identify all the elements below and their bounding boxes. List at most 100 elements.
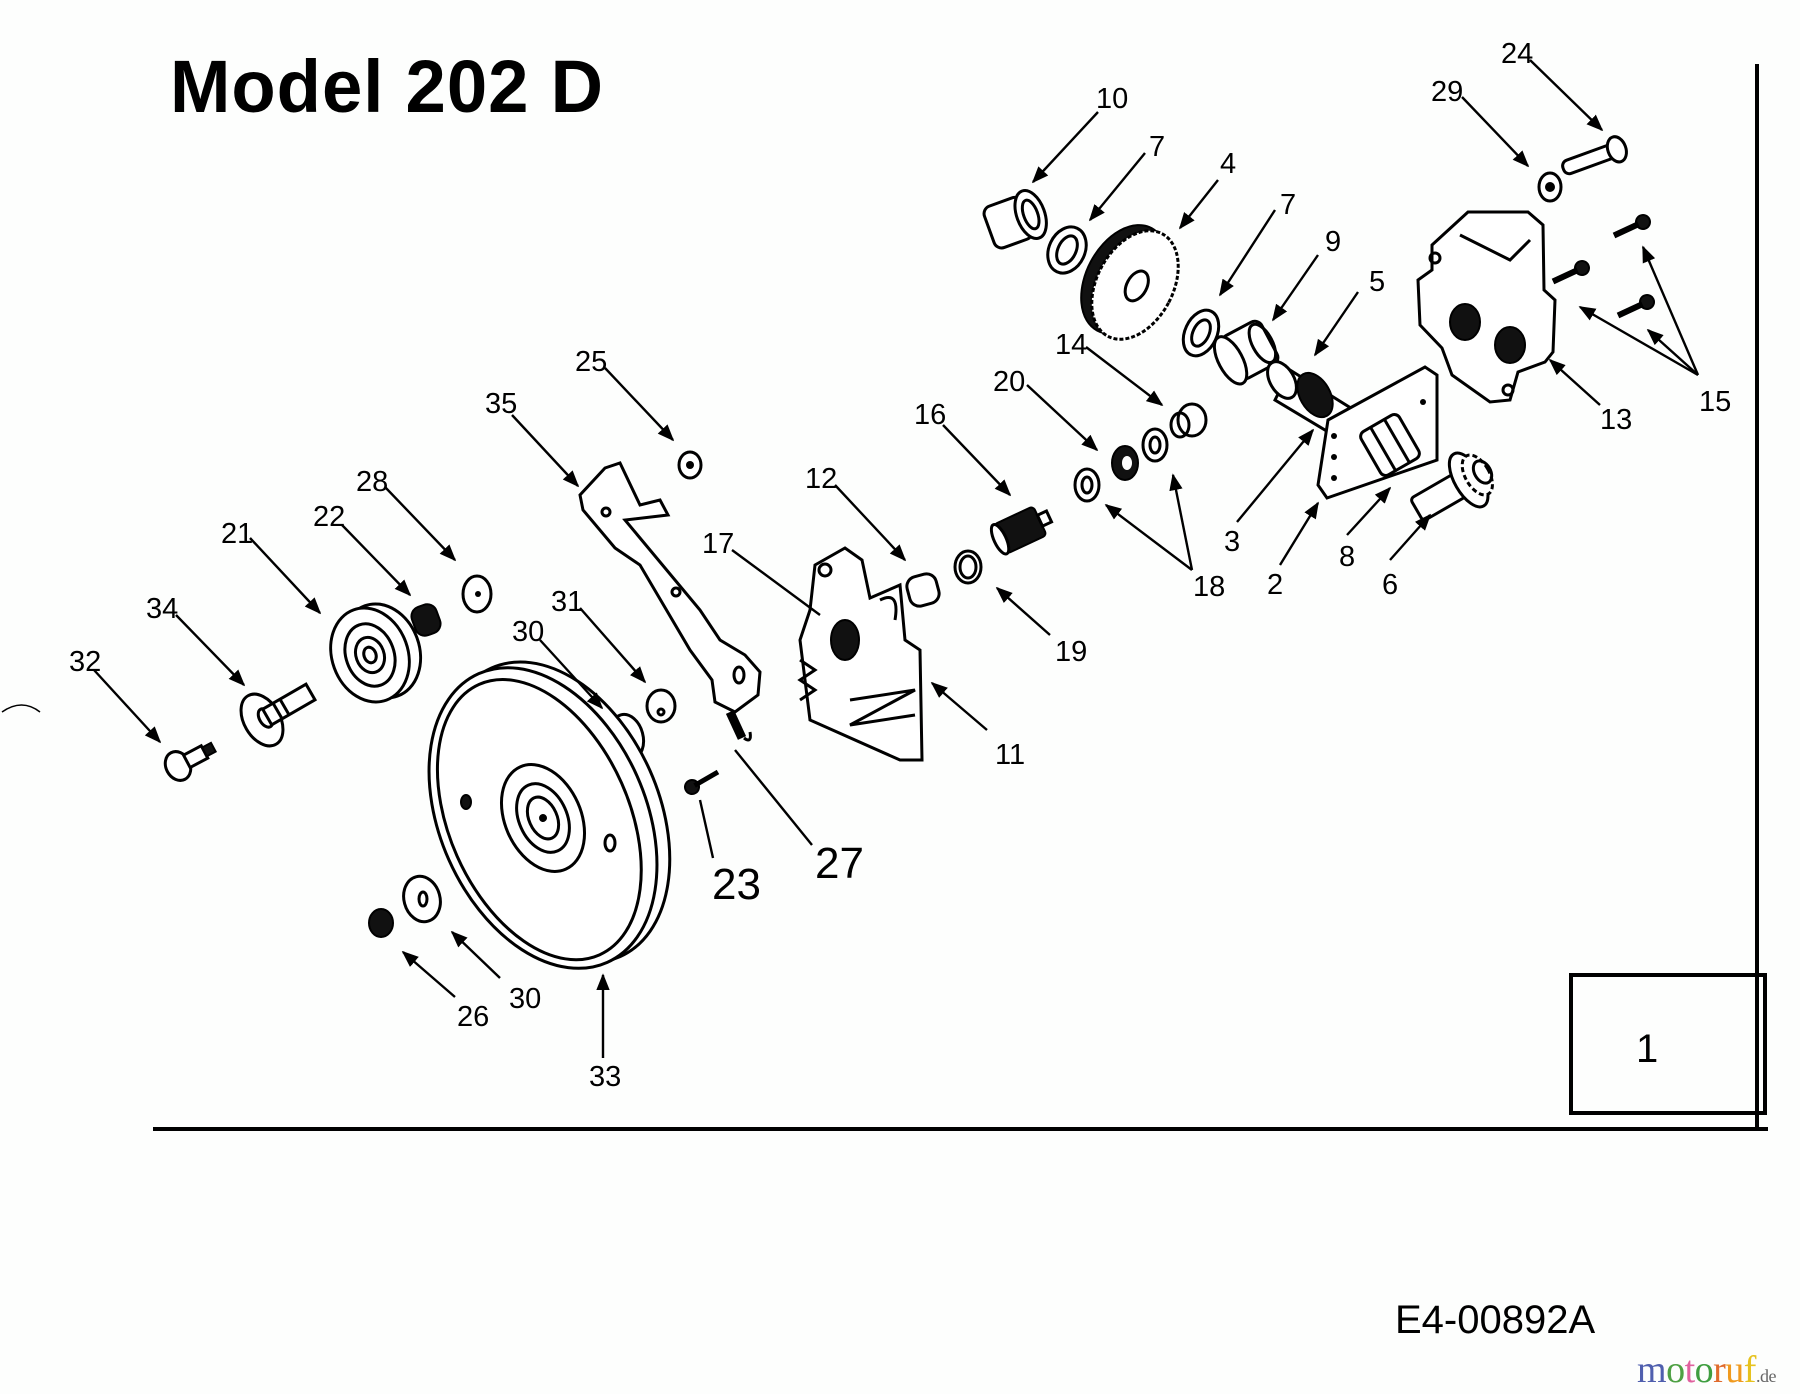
part-6-sprocket-axle xyxy=(1410,451,1494,522)
drawing-number: E4-00892A xyxy=(1395,1298,1596,1342)
logo-letter: t xyxy=(1684,1349,1696,1391)
callout-27: 27 xyxy=(815,839,864,888)
leader-10 xyxy=(1031,111,1099,184)
page-frame xyxy=(1,64,1768,1131)
leader-19 xyxy=(995,586,1051,636)
callout-28: 28 xyxy=(356,466,388,498)
part-8-hub xyxy=(1359,413,1421,477)
leader-lines xyxy=(93,59,1700,1058)
diagram-title: Model 202 D xyxy=(170,45,604,128)
callout-5: 5 xyxy=(1369,266,1385,298)
page-number: 1 xyxy=(1636,1027,1658,1071)
leader-4 xyxy=(1178,179,1219,230)
part-12-bushing xyxy=(905,572,941,608)
part-20-lock-washer xyxy=(1111,445,1139,481)
part-25-nut xyxy=(677,450,703,480)
part-14-flange-nut xyxy=(1169,402,1208,439)
callout-11: 11 xyxy=(995,739,1025,771)
callout-9: 9 xyxy=(1325,226,1341,258)
leader-22 xyxy=(341,524,412,597)
part-16-pinion xyxy=(989,506,1054,556)
callout-29: 29 xyxy=(1431,76,1463,108)
logo-letters: motoruf xyxy=(1637,1349,1756,1391)
leader-14 xyxy=(1085,346,1164,407)
part-35-idler-lever xyxy=(578,461,762,714)
callout-22: 22 xyxy=(313,501,345,533)
part-30-washer xyxy=(402,874,442,924)
part-18-washer xyxy=(1141,427,1169,463)
leader-20 xyxy=(1026,384,1099,452)
leader-6 xyxy=(1389,513,1432,561)
leader-30b xyxy=(450,930,501,979)
leader-23-27 xyxy=(790,750,815,880)
callout-23: 23 xyxy=(712,860,761,909)
callout-24: 24 xyxy=(1501,38,1533,70)
part-18-washer xyxy=(1073,467,1101,503)
callout-18: 18 xyxy=(1193,571,1225,603)
part-26-nut xyxy=(368,908,394,938)
callout-31: 31 xyxy=(551,586,583,618)
part-21-idler-pulley xyxy=(329,602,423,704)
callout-34: 34 xyxy=(146,593,178,625)
part-22-bearing xyxy=(410,603,442,637)
logo-letter: o xyxy=(1666,1349,1685,1391)
callout-32: 32 xyxy=(69,646,101,678)
part-9-bushing xyxy=(1212,319,1280,386)
callout-7: 7 xyxy=(1149,131,1165,163)
part-13-housing-half xyxy=(1416,210,1557,404)
callout-labels: 10 7 4 7 9 5 14 24 29 13 15 20 16 18 3 2… xyxy=(69,38,1731,1093)
callout-17: 17 xyxy=(702,528,734,560)
logo-letter: o xyxy=(1694,1349,1714,1391)
part-7-washer xyxy=(1046,225,1088,275)
callout-3: 3 xyxy=(1224,526,1240,558)
leader-15c xyxy=(1646,328,1699,376)
part-34-shoulder-spacer xyxy=(239,682,318,748)
leader-29 xyxy=(1461,96,1530,168)
logo-letter: r xyxy=(1713,1349,1726,1391)
pulley-hole xyxy=(603,833,617,853)
part-19-ring xyxy=(953,549,983,585)
leader-3 xyxy=(1236,428,1315,523)
callout-33: 33 xyxy=(589,1061,621,1093)
leader-12 xyxy=(834,484,907,562)
leader-9 xyxy=(1272,254,1319,322)
part-10-bushing xyxy=(982,189,1048,250)
part-15-screws xyxy=(1551,214,1655,319)
leader-11 xyxy=(930,681,988,731)
callout-19: 19 xyxy=(1055,636,1087,668)
leader-5 xyxy=(1314,291,1359,357)
callout-13: 13 xyxy=(1600,404,1632,436)
logo-letter: m xyxy=(1637,1349,1667,1391)
part-23-screw xyxy=(684,769,720,795)
callout-8: 8 xyxy=(1339,541,1355,573)
callout-15: 15 xyxy=(1699,386,1731,418)
leader-26 xyxy=(401,950,456,998)
leader-27 xyxy=(734,749,813,846)
leader-2 xyxy=(1278,501,1320,566)
part-32-bolt xyxy=(163,741,218,782)
leader-8 xyxy=(1346,486,1392,536)
leader-17 xyxy=(731,549,821,616)
part-11-gearbox-housing xyxy=(797,546,924,762)
part-29-nut xyxy=(1537,171,1563,203)
leader-13 xyxy=(1548,358,1601,406)
leader-30 xyxy=(539,639,604,710)
callout-16: 16 xyxy=(914,399,946,431)
logo-letter: f xyxy=(1743,1349,1757,1391)
leader-18b xyxy=(1169,473,1194,571)
leader-15b xyxy=(1578,305,1699,377)
part-28-washer xyxy=(461,574,493,614)
part-31-nut xyxy=(645,688,677,724)
callout-20: 20 xyxy=(993,366,1025,398)
callout-2: 2 xyxy=(1267,569,1283,601)
callout-35: 35 xyxy=(485,388,517,420)
callout-26: 26 xyxy=(457,1001,489,1033)
callout-10: 10 xyxy=(1096,83,1128,115)
leader-23 xyxy=(698,799,715,859)
logo-letter: u xyxy=(1725,1349,1744,1391)
callout-12: 12 xyxy=(805,463,837,495)
leader-7 xyxy=(1088,152,1146,222)
leader-21 xyxy=(249,537,322,615)
pulley-hole xyxy=(460,794,472,810)
